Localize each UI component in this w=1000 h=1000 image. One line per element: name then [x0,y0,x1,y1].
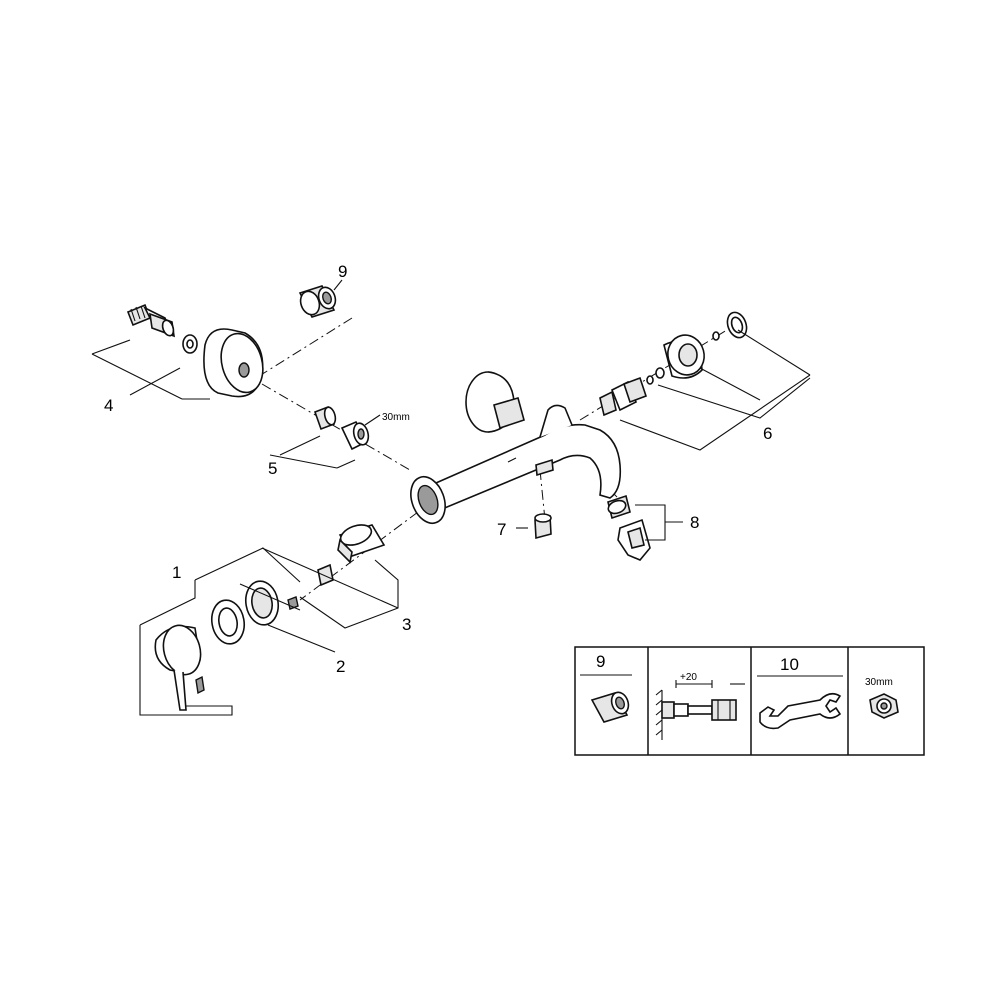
legend-dimension-plus20: +20 [680,672,697,683]
assembly-axes [239,317,736,601]
part-1-lever-handle [154,624,205,711]
callout-6: 6 [763,424,772,443]
legend-fitting-icon [661,701,675,719]
legend-size-30mm: 30mm [865,677,893,688]
callout-labels: 1 2 3 4 5 6 7 8 9 30mm [104,262,772,676]
leader-lines [91,279,811,716]
legend-extension-icon [711,699,737,721]
legend-wall-hatch-icon [655,689,663,740]
callout-2: 2 [336,657,345,676]
legend-cell-extension: +20 [655,672,745,740]
callout-9: 9 [338,262,347,281]
legend-cell-sleeve: 9 [580,652,632,723]
part-2-rings [210,580,280,645]
part-6-diverter-group [599,311,748,417]
callout-8: 8 [690,513,699,532]
legend-cell-nut: 30mm [865,677,899,719]
part-9-sleeve [298,285,337,318]
callout-4: 4 [104,396,113,415]
callout-1: 1 [172,563,181,582]
legend-cell-wrench: 10 [757,655,843,730]
legend-number-10: 10 [780,655,799,674]
legend-box: 9 +20 [574,646,925,756]
part-4-s-union-group [126,303,264,398]
part-5-nipple-and-nut [313,405,370,451]
size-label-30mm: 30mm [382,412,410,423]
part-7-sleeve [534,513,552,540]
legend-frame [574,646,925,756]
callout-5: 5 [268,459,277,478]
mixer-body [410,371,622,525]
callout-3: 3 [402,615,411,634]
callout-7: 7 [497,520,506,539]
part-8-adapter [607,494,651,561]
legend-number-9: 9 [596,652,605,671]
legend-wrench-icon [759,692,842,730]
part-3-cartridge [287,524,386,610]
